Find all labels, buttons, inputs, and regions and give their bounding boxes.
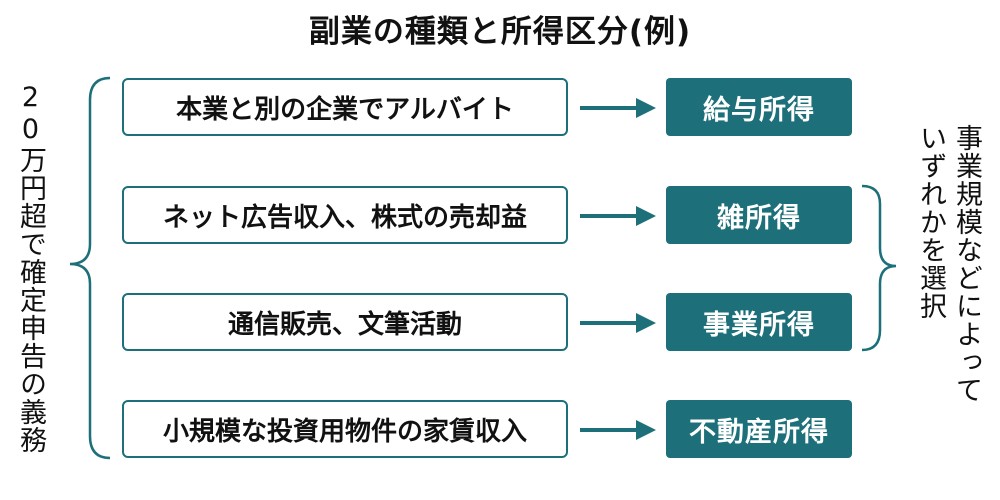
activity-box: 通信販売、文筆活動 — [122, 293, 568, 351]
activity-box: 小規模な投資用物件の家賃収入 — [122, 400, 568, 458]
left-note: 20万円超で確定申告の義務 — [15, 82, 46, 454]
arrow-right-icon — [580, 420, 656, 440]
right-note-col2: いずれかを選択 — [915, 124, 946, 320]
income-category-box: 雑所得 — [666, 186, 852, 244]
right-brace — [861, 184, 897, 352]
income-category-box: 事業所得 — [666, 293, 852, 351]
right-note-col1: 事業規模などによって — [951, 124, 982, 404]
activity-box: 本業と別の企業でアルバイト — [122, 78, 568, 136]
activity-box: ネット広告収入、株式の売却益 — [122, 186, 568, 244]
arrow-right-icon — [580, 98, 656, 118]
income-category-box: 給与所得 — [666, 78, 852, 136]
arrow-right-icon — [580, 206, 656, 226]
left-brace — [69, 76, 111, 460]
arrow-right-icon — [580, 313, 656, 333]
diagram-title: 副業の種類と所得区分(例) — [308, 14, 692, 50]
income-category-box: 不動産所得 — [666, 400, 852, 458]
